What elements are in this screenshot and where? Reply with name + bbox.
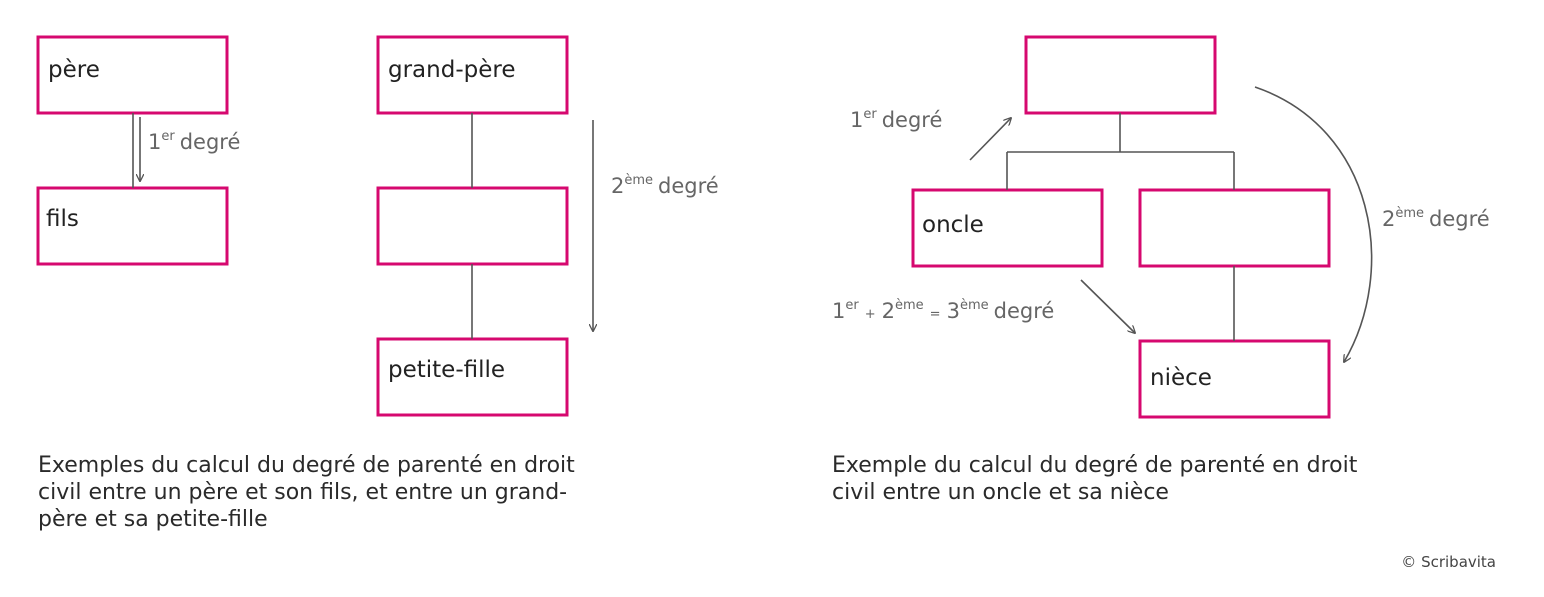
box-grand-pere-label: grand-père [388, 57, 515, 83]
box-pere [36, 35, 229, 115]
left-caption-line: père et sa petite-fille [38, 507, 268, 532]
box-oncle [911, 188, 1104, 268]
box-middle-generation [376, 186, 569, 266]
right-caption: Exemple du calcul du degré de parenté en… [832, 452, 1357, 506]
second-degree-arc-arrow-right [1254, 86, 1373, 362]
box-sibling [1138, 188, 1331, 268]
right-caption-line: civil entre un oncle et sa nièce [832, 480, 1169, 505]
copyright-notice: © Scribavita [1401, 553, 1496, 571]
right-caption-line: Exemple du calcul du degré de parenté en… [832, 453, 1358, 478]
left-caption-line: civil entre un père et son fils, et entr… [38, 480, 568, 505]
box-common-ancestor [1024, 35, 1217, 115]
box-petite-fille [376, 337, 569, 417]
left-caption-line: Exemples du calcul du degré de parenté e… [38, 453, 575, 478]
box-grand-pere [376, 35, 569, 115]
box-fils-label: fils [46, 206, 79, 232]
left-caption: Exemples du calcul du degré de parenté e… [38, 452, 575, 533]
third-degree-arrow-right [1080, 279, 1135, 333]
box-oncle-label: oncle [922, 212, 984, 238]
box-niece-label: nièce [1150, 365, 1212, 391]
box-pere-label: père [48, 57, 100, 83]
first-degree-arrow-right [969, 118, 1011, 161]
box-petite-fille-label: petite-fille [388, 357, 505, 383]
